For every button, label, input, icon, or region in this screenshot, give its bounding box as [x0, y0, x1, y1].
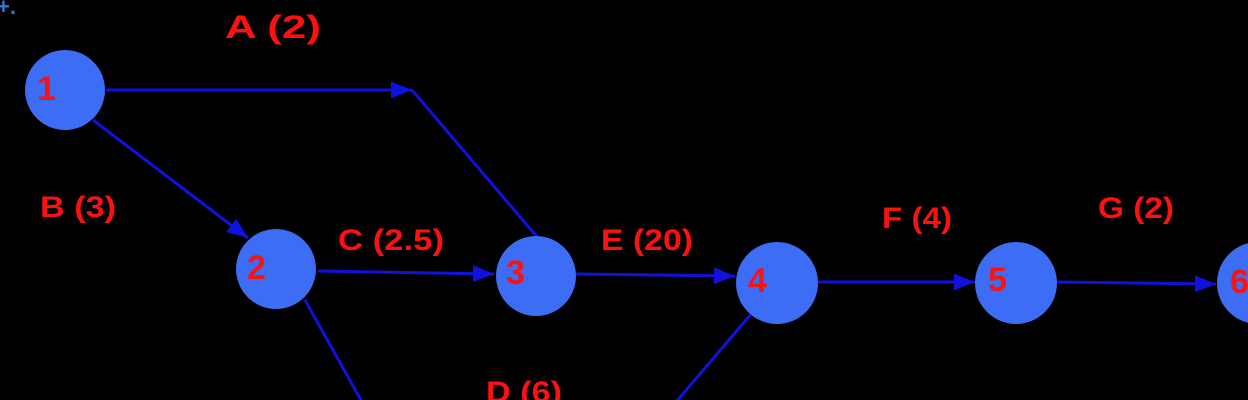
node-3-label: 3 — [506, 254, 525, 292]
edge-d-segment-1 — [303, 299, 363, 400]
node-6-label: 6 — [1230, 263, 1248, 301]
edge-g-label: G (2) — [1098, 192, 1174, 225]
node-5-label: 5 — [988, 261, 1007, 299]
node-3: 3 — [496, 236, 576, 316]
edge-a-label: A (2) — [225, 9, 321, 45]
nodes-group: 1 2 3 4 5 6 — [25, 50, 1248, 324]
edge-e-label: E (20) — [601, 224, 693, 257]
edge-c-label: C (2.5) — [338, 224, 444, 257]
node-2: 2 — [236, 229, 316, 309]
edge-b-label: B (3) — [40, 191, 116, 224]
edge-c — [317, 265, 495, 283]
edge-a-segment-2 — [410, 89, 540, 239]
edge-e — [575, 267, 736, 285]
edge-d-segment-2 — [675, 312, 754, 400]
edge-b — [92, 118, 249, 240]
edges-group — [92, 81, 1217, 400]
edge-labels-group: A (2) B (3) C (2.5) D (6) E (20) F (4) G… — [40, 9, 1174, 400]
node-5: 5 — [975, 242, 1057, 324]
node-1: 1 — [25, 50, 105, 130]
edge-d-label: D (6) — [486, 376, 562, 400]
node-4: 4 — [736, 242, 818, 324]
edge-f-label: F (4) — [882, 202, 952, 235]
node-2-label: 2 — [247, 249, 266, 287]
corner-mark: +. — [0, 0, 16, 19]
node-4-label: 4 — [748, 262, 767, 300]
node-6: 6 — [1217, 243, 1248, 323]
edge-g — [1056, 275, 1217, 293]
node-1-label: 1 — [37, 70, 56, 108]
